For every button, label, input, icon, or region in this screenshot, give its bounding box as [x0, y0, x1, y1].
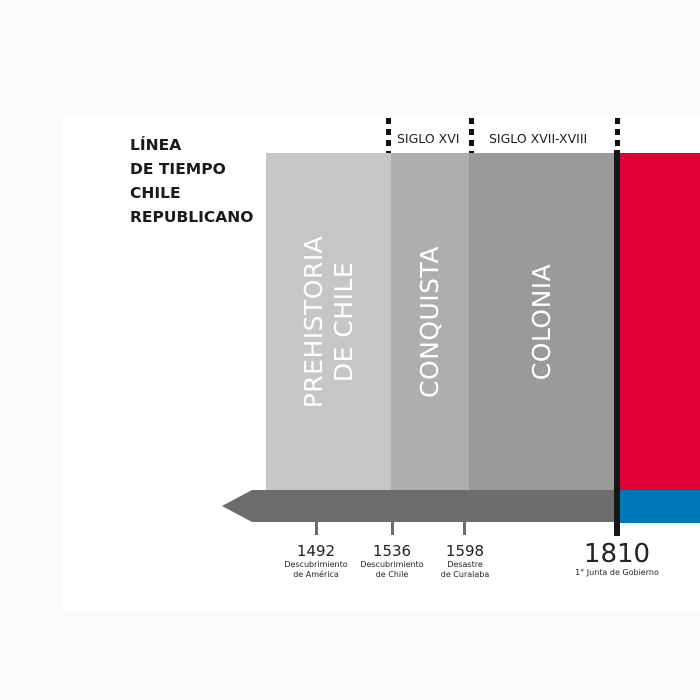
arrow-shape — [222, 490, 616, 522]
event-desc: de Chile — [375, 570, 409, 579]
tick — [391, 522, 394, 535]
republic-blue-bar — [620, 490, 700, 523]
period-colonia: COLONIA — [469, 153, 614, 490]
event-desc: Descubrimiento — [284, 560, 348, 569]
independence-line — [614, 150, 620, 536]
event-desc: 1° Junta de Gobierno — [575, 568, 659, 577]
century-divider — [386, 118, 391, 153]
event-year: 1536 — [372, 542, 412, 560]
title-line: LÍNEA — [130, 136, 182, 154]
republic-red-block — [620, 153, 700, 490]
event-desc: Descubrimiento — [360, 560, 424, 569]
period-label: PREHISTORIA — [298, 235, 328, 408]
title-line: REPUBLICANO — [130, 208, 254, 226]
title-line: CHILE — [130, 184, 181, 202]
century-label: SIGLO XVII-XVIII — [489, 131, 588, 146]
title-line: DE TIEMPO — [130, 160, 226, 178]
event-desc: de América — [293, 570, 339, 579]
timeline-title: LÍNEA DE TIEMPO CHILE REPUBLICANO — [130, 133, 253, 229]
tick — [315, 522, 318, 535]
event-year: 1598 — [445, 542, 485, 560]
period-label: CONQUISTA — [415, 245, 444, 398]
event-desc: Desastre — [447, 560, 483, 569]
century-label: SIGLO XVI — [397, 131, 460, 146]
century-divider — [469, 118, 474, 153]
event-desc: de Curalaba — [440, 570, 490, 579]
timeline-arrow — [222, 490, 616, 522]
century-divider — [615, 118, 620, 153]
period-label: COLONIA — [526, 263, 556, 380]
event-year: 1810 — [583, 539, 651, 569]
period-label: DE CHILE — [328, 261, 358, 382]
event-year: 1492 — [296, 542, 336, 560]
period-conquista: CONQUISTA — [391, 153, 469, 490]
tick — [463, 522, 466, 535]
